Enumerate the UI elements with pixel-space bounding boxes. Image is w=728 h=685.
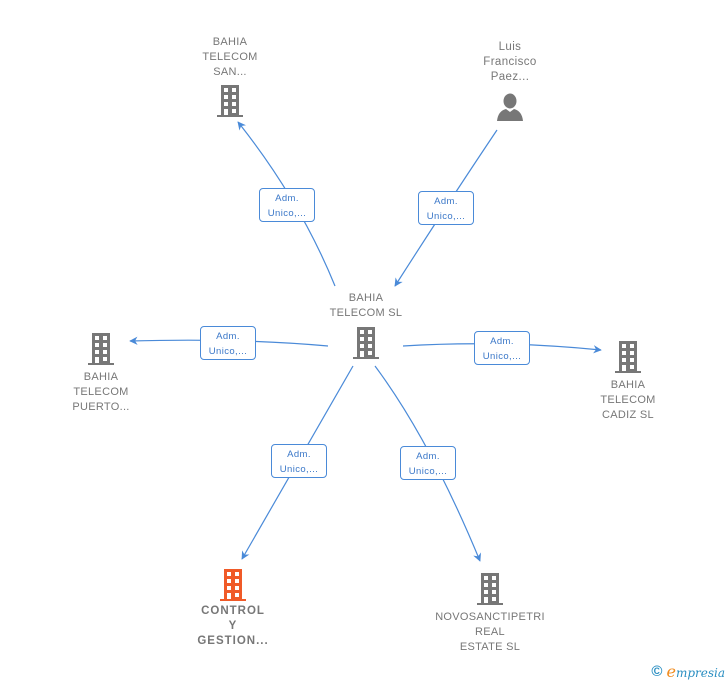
label-line: PUERTO... (72, 401, 130, 413)
edge-label-line: Unico,... (426, 211, 466, 222)
edge-label-line: Adm. (434, 196, 458, 207)
edge-label-line: Adm. (216, 331, 240, 342)
node-bahia-telecom-puerto[interactable]: BAHIA TELECOM PUERTO... (51, 332, 151, 415)
node-label: NOVOSANCTIPETRI REAL ESTATE SL (430, 610, 550, 655)
logo-text: mpresia (675, 666, 725, 680)
edge-label-bahia-telecom-cadiz-sl[interactable]: Adm. Unico,... (474, 331, 530, 365)
node-control-y-gestion[interactable]: CONTROL Y GESTION... (183, 568, 283, 649)
label-line: TELECOM (202, 51, 258, 63)
node-bahia-telecom-sl[interactable]: BAHIA TELECOM SL (316, 291, 416, 360)
label-line: CADIZ SL (602, 409, 654, 421)
label-line: BAHIA (83, 371, 119, 383)
label-line: BAHIA (212, 36, 248, 48)
edge-label-line: Unico,... (279, 464, 319, 475)
label-line: ESTATE SL (459, 641, 521, 653)
edge-label-bahia-telecom-puerto[interactable]: Adm. Unico,... (200, 326, 256, 360)
node-label: BAHIA TELECOM CADIZ SL (578, 378, 678, 423)
node-label: BAHIA TELECOM PUERTO... (51, 370, 151, 415)
edge-label-luis-francisco-paez[interactable]: Adm. Unico,... (418, 191, 474, 225)
edge-label-novosanctipetri[interactable]: Adm. Unico,... (400, 446, 456, 480)
edge-label-line: Unico,... (267, 208, 307, 219)
building-icon (220, 569, 246, 601)
node-novosanctipetri-real-estate-sl[interactable]: NOVOSANCTIPETRI REAL ESTATE SL (430, 572, 550, 655)
label-line: TELECOM (600, 394, 656, 406)
label-line: BAHIA (348, 292, 384, 304)
label-line: CONTROL (201, 605, 265, 617)
logo-initial: e (666, 662, 676, 681)
building-icon (353, 327, 379, 359)
node-bahia-telecom-cadiz-sl[interactable]: BAHIA TELECOM CADIZ SL (578, 340, 678, 423)
building-icon (88, 333, 114, 365)
node-label: BAHIA TELECOM SL (316, 291, 416, 321)
edge-label-bahia-telecom-san[interactable]: Adm. Unico,... (259, 188, 315, 222)
edge-label-control-y-gestion[interactable]: Adm. Unico,... (271, 444, 327, 478)
label-line: Paez... (490, 71, 530, 83)
edge-label-line: Unico,... (482, 351, 522, 362)
node-label: CONTROL Y GESTION... (183, 604, 283, 649)
edge-label-line: Adm. (275, 193, 299, 204)
footer-brand: © empresia (651, 662, 725, 681)
building-icon (217, 85, 243, 117)
node-label: BAHIA TELECOM SAN... (180, 35, 280, 80)
copyright-icon: © (651, 663, 663, 680)
edge-label-line: Adm. (490, 336, 514, 347)
node-luis-francisco-paez[interactable]: Luis Francisco Paez... (460, 40, 560, 122)
label-line: Y (228, 620, 238, 632)
edge-label-line: Unico,... (208, 346, 248, 357)
person-icon (497, 93, 523, 121)
building-icon (615, 341, 641, 373)
label-line: Francisco (483, 56, 537, 68)
label-line: SAN... (213, 66, 247, 78)
building-icon (477, 573, 503, 605)
node-label: Luis Francisco Paez... (460, 40, 560, 85)
label-line: BAHIA (610, 379, 646, 391)
label-line: NOVOSANCTIPETRI (435, 611, 545, 623)
node-bahia-telecom-san[interactable]: BAHIA TELECOM SAN... (180, 35, 280, 118)
edge-label-line: Adm. (287, 449, 311, 460)
label-line: TELECOM SL (329, 307, 403, 319)
label-line: TELECOM (73, 386, 129, 398)
empresia-logo[interactable]: empresia (666, 662, 725, 681)
label-line: GESTION... (197, 635, 269, 647)
label-line: Luis (498, 41, 522, 53)
edge-label-line: Unico,... (408, 466, 448, 477)
edge-label-line: Adm. (416, 451, 440, 462)
label-line: REAL (475, 626, 505, 638)
